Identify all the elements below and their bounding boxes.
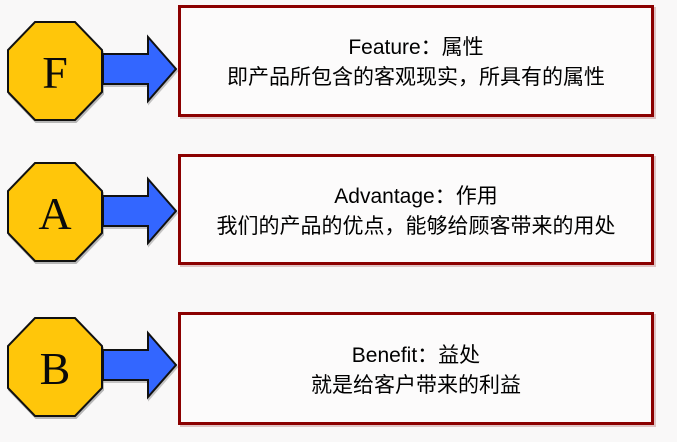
octagon-shape-icon bbox=[7, 162, 103, 262]
arrow-benefit bbox=[102, 330, 178, 400]
octagon-outline bbox=[7, 162, 103, 262]
right-arrow-icon bbox=[102, 176, 178, 246]
benefit-box: Benefit：益处 就是给客户带来的利益 bbox=[178, 312, 654, 425]
feature-title: Feature：属性 bbox=[348, 36, 484, 59]
benefit-description: 就是给客户带来的利益 bbox=[311, 373, 521, 397]
octagon-letter-benefit: B bbox=[39, 342, 71, 394]
right-arrow-icon bbox=[102, 330, 178, 400]
arrow-advantage bbox=[102, 176, 178, 246]
octagon-shape-icon bbox=[7, 21, 103, 121]
advantage-box: Advantage：作用 我们的产品的优点，能够给顾客带来的用处 bbox=[178, 154, 654, 265]
octagon-letter-feature: F bbox=[42, 46, 68, 98]
arrow-polygon bbox=[103, 333, 176, 397]
feature-box: Feature：属性 即产品所包含的客观现实，所具有的属性 bbox=[178, 5, 654, 117]
advantage-title: Advantage：作用 bbox=[334, 184, 498, 208]
octagon-polygon bbox=[8, 318, 102, 416]
advantage-description: 我们的产品的优点，能够给顾客带来的用处 bbox=[216, 214, 616, 238]
octagon-polygon bbox=[8, 22, 102, 120]
arrow-outline bbox=[102, 330, 178, 400]
benefit-title: Benefit：益处 bbox=[351, 343, 481, 367]
octagon-outline bbox=[7, 317, 103, 417]
octagon-polygon bbox=[8, 163, 102, 261]
octagon-letter-advantage: A bbox=[38, 187, 72, 239]
right-arrow-icon bbox=[102, 34, 178, 104]
octagon-advantage: A bbox=[7, 162, 103, 262]
arrow-polygon bbox=[103, 179, 176, 243]
octagon-shape-icon bbox=[7, 317, 103, 417]
arrow-outline bbox=[102, 34, 178, 104]
octagon-feature: F bbox=[7, 21, 103, 121]
feature-description: 即产品所包含的客观现实，所具有的属性 bbox=[227, 66, 605, 89]
arrow-polygon bbox=[103, 37, 176, 101]
arrow-feature bbox=[102, 34, 178, 104]
arrow-outline bbox=[102, 176, 178, 246]
octagon-benefit: B bbox=[7, 317, 103, 417]
octagon-outline bbox=[7, 21, 103, 121]
